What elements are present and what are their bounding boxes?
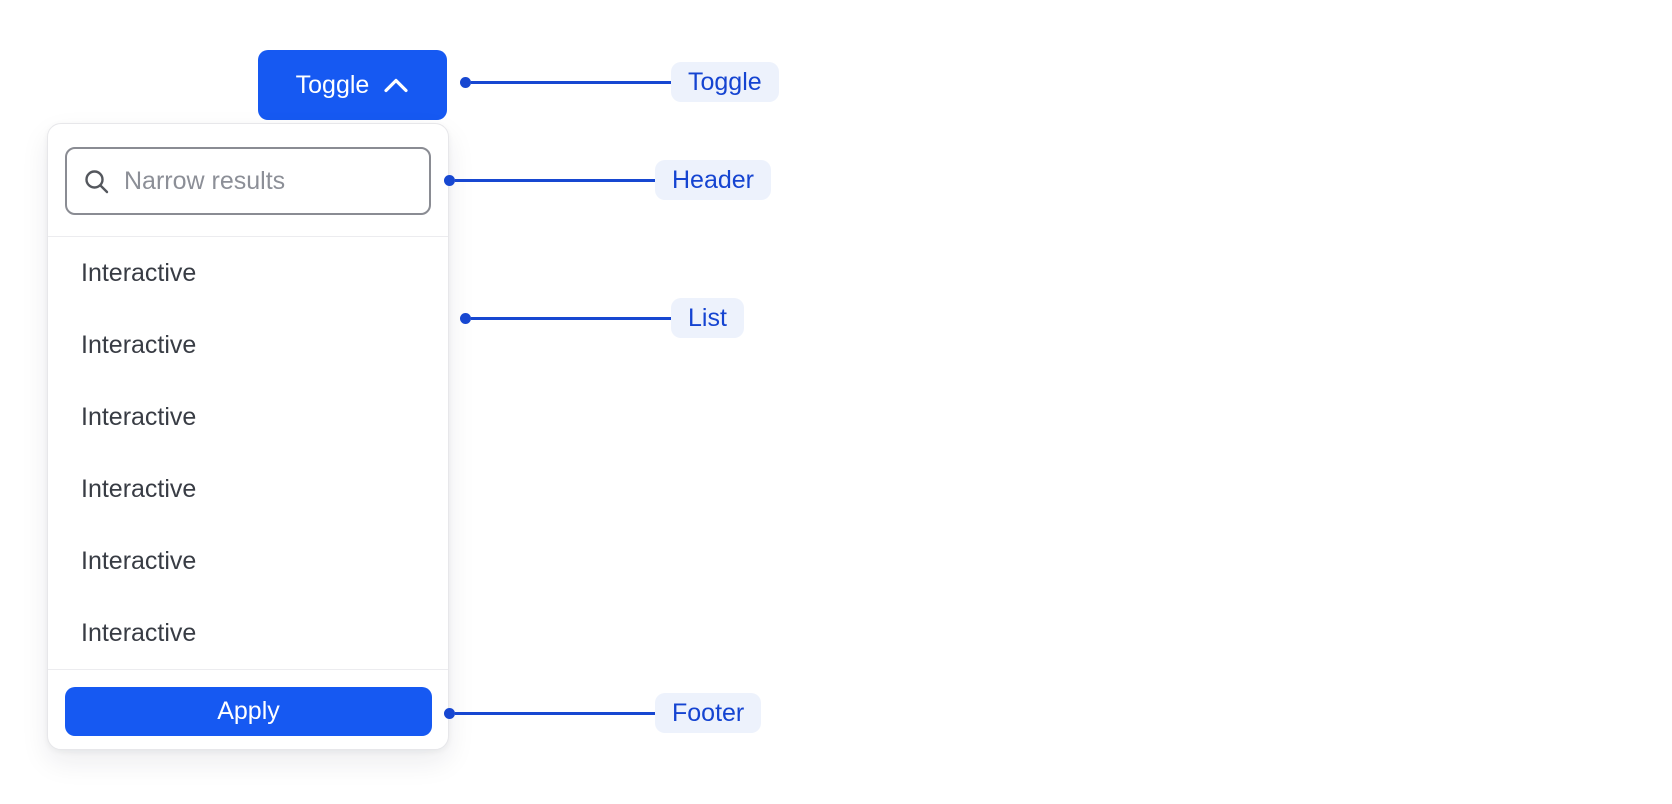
search-box[interactable] [65, 147, 431, 215]
toggle-button-label: Toggle [295, 70, 370, 99]
annotation-label-header: Header [655, 160, 771, 200]
list-item[interactable]: Interactive [81, 258, 197, 287]
apply-button[interactable]: Apply [65, 687, 432, 736]
annotation-label-footer: Footer [655, 693, 762, 733]
annotation-line [471, 80, 671, 84]
dropdown-footer: Apply [48, 670, 448, 749]
list-item[interactable]: Interactive [81, 474, 197, 503]
annotation-footer: Footer [444, 693, 762, 733]
annotation-dot [460, 312, 471, 324]
option-list: Interactive Interactive Interactive Inte… [48, 237, 448, 669]
dropdown-panel: Interactive Interactive Interactive Inte… [47, 123, 449, 750]
search-input[interactable] [124, 149, 413, 213]
list-item[interactable]: Interactive [81, 330, 197, 359]
list-item[interactable]: Interactive [81, 546, 197, 575]
list-item[interactable]: Interactive [81, 618, 197, 647]
annotation-dot [444, 174, 455, 186]
chevron-up-icon [383, 77, 409, 94]
footer-divider [48, 669, 448, 670]
annotation-list: List [460, 298, 744, 338]
annotation-line [471, 316, 671, 320]
header-divider [48, 236, 448, 237]
annotation-line [455, 178, 655, 182]
search-icon [83, 168, 110, 195]
list-item[interactable]: Interactive [81, 402, 197, 431]
annotation-dot [460, 76, 471, 88]
annotation-label-list: List [671, 298, 744, 338]
annotation-header: Header [444, 160, 771, 200]
toggle-button[interactable]: Toggle [258, 50, 447, 120]
annotation-toggle: Toggle [460, 62, 779, 102]
dropdown-header [48, 124, 448, 236]
annotation-dot [444, 707, 455, 719]
annotation-label-toggle: Toggle [671, 62, 779, 102]
annotation-line [455, 711, 655, 715]
